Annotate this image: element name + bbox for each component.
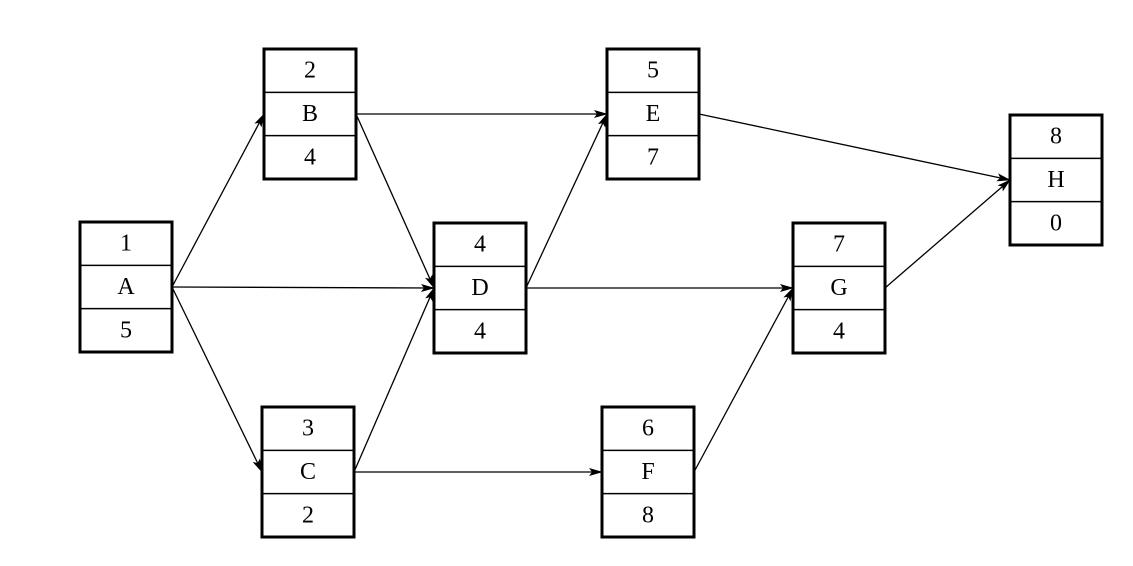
node-B-number: 2 xyxy=(304,58,316,84)
node-C-label: C xyxy=(300,459,316,485)
node-D-duration: 4 xyxy=(474,318,486,344)
edges-layer xyxy=(171,110,1011,476)
node-G-number: 7 xyxy=(833,232,845,258)
node-A-box xyxy=(78,220,174,354)
node-F-box xyxy=(600,405,696,539)
node-C: 3 C 2 xyxy=(260,405,356,539)
node-D: 4 D 4 xyxy=(432,221,528,355)
node-D-box xyxy=(432,221,528,355)
node-F-number: 6 xyxy=(642,416,654,442)
edge-D-to-E xyxy=(525,113,608,289)
node-H-number: 8 xyxy=(1050,124,1062,150)
node-H-duration: 0 xyxy=(1050,210,1062,236)
node-B-box xyxy=(262,47,358,181)
node-D-number: 4 xyxy=(474,232,486,258)
node-B: 2 B 4 xyxy=(262,47,358,181)
edge-A-to-C xyxy=(171,286,263,473)
node-A: 1 A 5 xyxy=(78,220,174,354)
node-A-number: 1 xyxy=(120,231,132,257)
node-B-label: B xyxy=(302,101,318,127)
node-G-box xyxy=(791,221,887,355)
edge-B-to-D xyxy=(355,113,435,289)
node-E: 5 E 7 xyxy=(605,47,701,181)
node-H: 8 H 0 xyxy=(1008,113,1104,247)
node-B-duration: 4 xyxy=(304,144,316,170)
edge-C-to-D xyxy=(353,287,435,473)
edge-G-to-H xyxy=(884,179,1011,289)
edge-F-to-G xyxy=(693,287,794,473)
node-C-duration: 2 xyxy=(302,502,314,528)
node-A-duration: 5 xyxy=(120,317,132,343)
node-F: 6 F 8 xyxy=(600,405,696,539)
edge-E-to-H xyxy=(698,113,1011,182)
node-F-duration: 8 xyxy=(642,502,654,528)
node-G-label: G xyxy=(830,275,847,301)
node-D-label: D xyxy=(471,275,488,301)
node-H-label: H xyxy=(1047,167,1064,193)
node-E-number: 5 xyxy=(647,58,659,84)
node-G: 7 G 4 xyxy=(791,221,887,355)
node-E-label: E xyxy=(646,101,661,127)
node-H-box xyxy=(1008,113,1104,247)
node-E-box xyxy=(605,47,701,181)
node-F-label: F xyxy=(641,459,654,485)
edge-A-to-D xyxy=(171,283,435,292)
node-C-box xyxy=(260,405,356,539)
node-G-duration: 4 xyxy=(833,318,845,344)
node-C-number: 3 xyxy=(302,416,314,442)
node-A-label: A xyxy=(117,274,135,300)
edge-A-to-B xyxy=(171,113,265,288)
node-E-duration: 7 xyxy=(647,144,659,170)
